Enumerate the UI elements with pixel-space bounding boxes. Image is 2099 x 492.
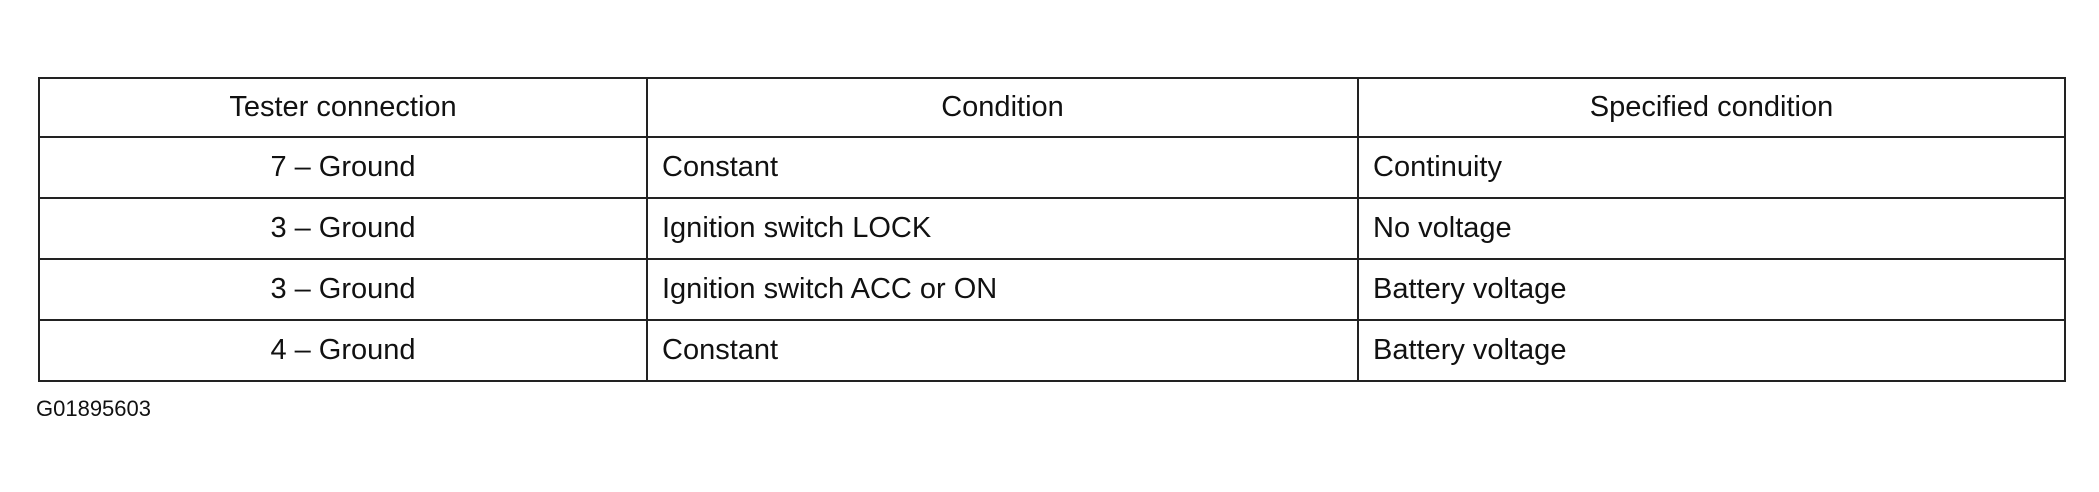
cell-tester-connection: 3 – Ground [38,258,648,321]
header-condition: Condition [646,77,1359,138]
cell-condition: Constant [646,136,1359,199]
cell-specified-condition: Continuity [1357,136,2066,199]
table-row: 4 – Ground Constant Battery voltage [38,319,2066,382]
cell-specified-condition: No voltage [1357,197,2066,260]
cell-condition: Ignition switch ACC or ON [646,258,1359,321]
cell-specified-condition: Battery voltage [1357,319,2066,382]
header-specified-condition: Specified condition [1357,77,2066,138]
table-row: 7 – Ground Constant Continuity [38,136,2066,199]
cell-condition: Ignition switch LOCK [646,197,1359,260]
cell-tester-connection: 3 – Ground [38,197,648,260]
header-row: Tester connection Condition Specified co… [38,77,2066,138]
table-row: 3 – Ground Ignition switch ACC or ON Bat… [38,258,2066,321]
table-header: Tester connection Condition Specified co… [38,77,2066,138]
table-row: 3 – Ground Ignition switch LOCK No volta… [38,197,2066,260]
spec-table: Tester connection Condition Specified co… [38,77,2066,382]
header-tester-connection: Tester connection [38,77,648,138]
cell-tester-connection: 4 – Ground [38,319,648,382]
cell-specified-condition: Battery voltage [1357,258,2066,321]
figure-id: G01895603 [36,396,151,421]
table-body: 7 – Ground Constant Continuity 3 – Groun… [38,136,2066,382]
cell-condition: Constant [646,319,1359,382]
cell-tester-connection: 7 – Ground [38,136,648,199]
